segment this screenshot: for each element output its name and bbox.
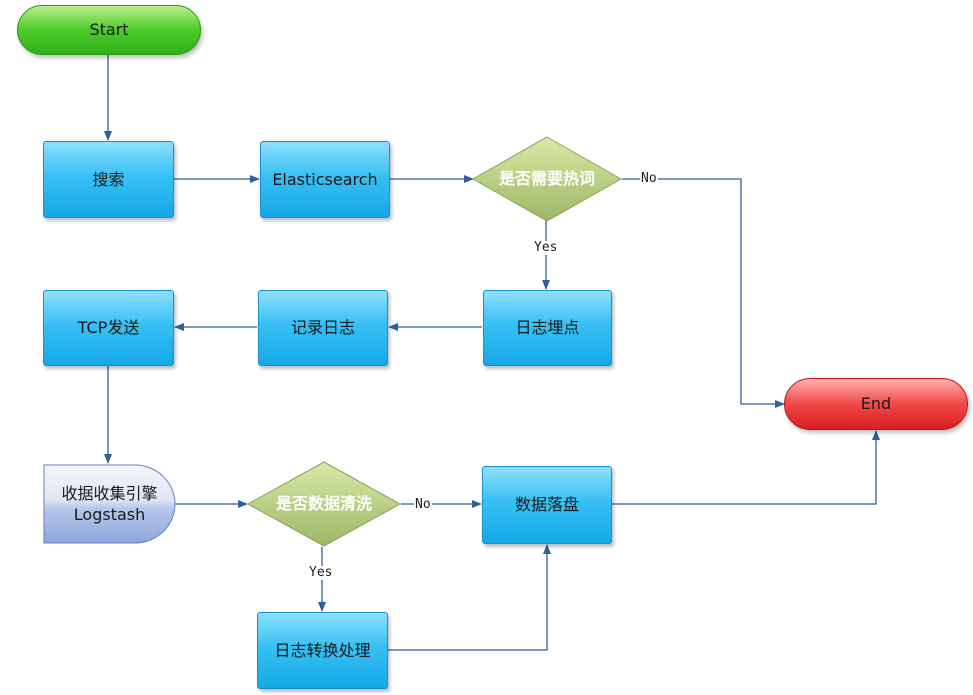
- end-label: End: [860, 394, 892, 413]
- log-collector-node: 收据收集引擎 Logstash: [43, 464, 176, 544]
- edge-label-hot-yes: Yes: [533, 240, 559, 255]
- edge-decision-end-no: [622, 178, 785, 408]
- search-label: 搜索: [92, 169, 125, 189]
- persist-label: 数据落盘: [514, 495, 579, 514]
- search-node: 搜索: [43, 141, 174, 218]
- start-label: Start: [89, 20, 129, 39]
- edge-persist-end: [612, 430, 880, 505]
- edge-label-clean-no: No: [414, 497, 432, 512]
- decision-diamond-shape: [472, 136, 622, 222]
- edge-label-clean-yes: Yes: [308, 565, 334, 580]
- data-clean-decision-node: 是否数据清洗: [247, 461, 401, 547]
- end-node: End: [784, 378, 968, 430]
- tcp-send-label: TCP发送: [77, 318, 140, 337]
- log-collector-label-line2: Logstash: [73, 505, 146, 524]
- hot-word-decision-label: 是否需要热词: [498, 169, 595, 188]
- elasticsearch-node: Elasticsearch: [260, 141, 390, 218]
- decision-diamond-shape: [247, 461, 401, 547]
- edge-label-hot-no: No: [640, 171, 658, 186]
- log-tracking-node: 日志埋点: [483, 290, 612, 366]
- tcp-send-node: TCP发送: [43, 290, 174, 366]
- log-collector-label-line1: 收据收集引擎: [61, 484, 158, 503]
- log-transform-label: 日志转换处理: [274, 640, 371, 660]
- record-log-node: 记录日志: [258, 290, 388, 366]
- persist-node: 数据落盘: [482, 466, 612, 544]
- data-clean-decision-label: 是否数据清洗: [275, 494, 372, 513]
- log-tracking-label: 日志埋点: [515, 318, 580, 337]
- edge-transform-persist: [388, 544, 551, 651]
- start-node: Start: [17, 5, 201, 55]
- hot-word-decision-node: 是否需要热词: [472, 136, 622, 222]
- storage-shape: [43, 464, 176, 544]
- log-transform-node: 日志转换处理: [257, 612, 388, 689]
- record-log-label: 记录日志: [290, 318, 355, 337]
- elasticsearch-label: Elasticsearch: [272, 169, 378, 189]
